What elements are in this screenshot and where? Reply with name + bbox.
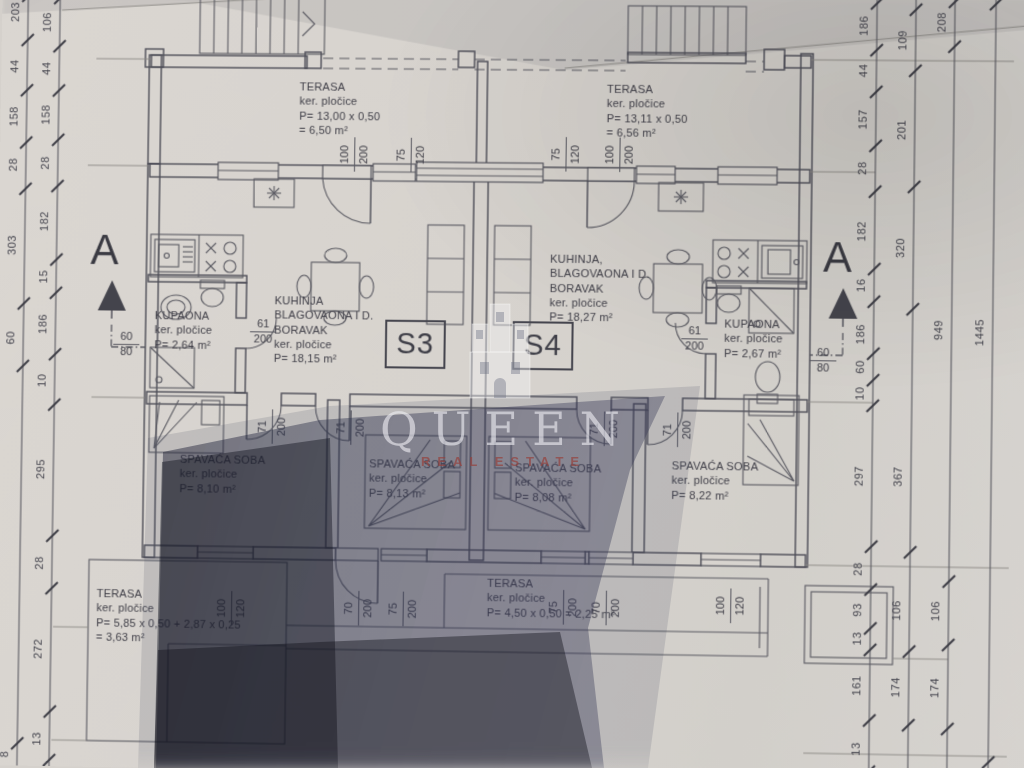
dim-chain-left-inner-tick (53, 0, 68, 5)
section-marker-left (97, 280, 146, 347)
dimension-chains (11, 0, 1002, 768)
dim-chain-left-inner-tick (52, 84, 67, 99)
dim-chain-left-inner-tick (53, 39, 67, 54)
sofa-s4 (493, 225, 533, 326)
top-wall-openings (217, 160, 777, 229)
dim-chain-left-outer-tick (21, 33, 35, 48)
dim-chain-left-outer-tick (20, 84, 35, 98)
